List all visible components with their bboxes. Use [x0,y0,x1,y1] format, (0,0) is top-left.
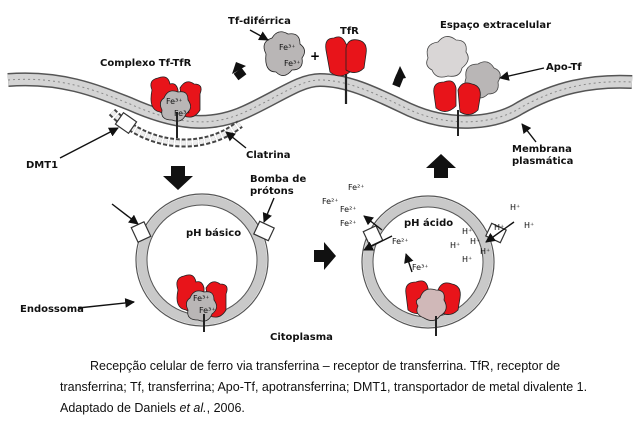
dmt1-transporter-membrane [114,111,138,135]
caption-etal: et al. [179,401,207,415]
ph-acidic-label: pH ácido [404,217,453,229]
svg-text:H⁺: H⁺ [524,221,534,230]
svg-text:H⁺: H⁺ [480,247,490,256]
dmt1-label: DMT1 [26,160,58,171]
svg-text:H⁺: H⁺ [470,237,480,246]
svg-text:Fe³⁺: Fe³⁺ [279,43,296,52]
svg-text:H⁺: H⁺ [510,203,520,212]
arrow-to-tf-diferric [249,29,269,41]
svg-text:Fe³⁺: Fe³⁺ [284,59,301,68]
ferrous-ions-outside: Fe²⁺ Fe²⁺ Fe²⁺ Fe²⁺ [322,183,365,228]
arrow-fe-reduction [404,253,414,273]
free-transferrin-receptor [325,36,367,104]
endosome-acidic [361,195,495,329]
svg-text:H⁺: H⁺ [462,227,472,236]
svg-text:H⁺: H⁺ [450,241,460,250]
arrow-to-clathrin [225,131,247,149]
arrow-fe-out-1 [363,215,383,231]
clathrin-label: Clatrina [246,150,291,161]
figure-caption: Recepção celular de ferro via transferri… [60,356,620,419]
proton-pump-label-line1: Bomba de [250,174,306,185]
svg-text:Fe²⁺: Fe²⁺ [322,197,339,206]
diferric-transferrin: Fe³⁺ Fe³⁺ [263,31,305,76]
membrane-label-line2: plasmática [512,155,573,167]
svg-text:H⁺: H⁺ [494,223,504,232]
caption-text: Recepção celular de ferro via transferri… [60,359,588,415]
tf-tfr-complex-endosome: Fe³⁺ Fe³⁺ [176,274,228,332]
arrow-to-apo-tf [499,67,545,81]
svg-text:Fe²⁺: Fe²⁺ [340,219,357,228]
arrow-up-right [426,154,456,178]
arrow-to-endosome [77,298,135,309]
arrow-to-dmt1-membrane [59,127,119,159]
arrow-to-membrane [521,123,537,143]
apo-tf-label: Apo-Tf [546,62,582,73]
arrow-fe-out-2 [363,235,393,251]
svg-text:Fe³⁺: Fe³⁺ [193,294,210,303]
svg-text:Fe³⁺: Fe³⁺ [174,109,191,118]
plus-sign: + [310,49,320,63]
arrow-dimond-left [232,62,246,74]
membrane-label-line1: Membrana [512,144,572,155]
caption-year: , 2006. [206,401,245,415]
plasma-membrane [7,72,633,129]
svg-text:Fe²⁺: Fe²⁺ [340,205,357,214]
ph-basic-label: pH básico [186,227,241,239]
svg-text:Fe³⁺: Fe³⁺ [199,306,216,315]
arrow-to-dmt1-endosome [111,203,139,225]
svg-text:Fe²⁺: Fe²⁺ [348,183,365,192]
ferric-ion-inside: Fe³⁺ [412,263,429,272]
proton-pump-label-line2: prótons [250,185,294,197]
svg-text:H⁺: H⁺ [462,255,472,264]
arrow-to-proton-pump [262,197,275,223]
tfr-apo-tf-endosome [405,280,461,336]
arrow-right-middle [314,242,336,270]
extracellular-space-label: Espaço extracelular [440,20,551,31]
tf-tfr-complex-membrane: Fe³⁺ Fe³⁺ [150,76,202,138]
transferrin-receptor-membrane [433,80,481,136]
tf-diferric-label: Tf-diférrica [228,15,291,27]
proton-pump-left [252,220,276,242]
tf-tfr-complex-label: Complexo Tf-TfR [100,58,192,69]
tfr-label: TfR [340,26,359,37]
arrow-down-left [163,166,193,190]
endosome-label: Endossoma [20,304,84,315]
ferrous-ion-inside: Fe²⁺ [392,237,409,246]
protons: H⁺ H⁺ H⁺ H⁺ H⁺ H⁺ H⁺ H⁺ [450,203,534,264]
dmt1-transporter-endosome [130,220,152,244]
svg-text:Fe³⁺: Fe³⁺ [166,97,183,106]
cytoplasm-label: Citoplasma [270,332,333,343]
arrow-proton-in [485,221,515,243]
